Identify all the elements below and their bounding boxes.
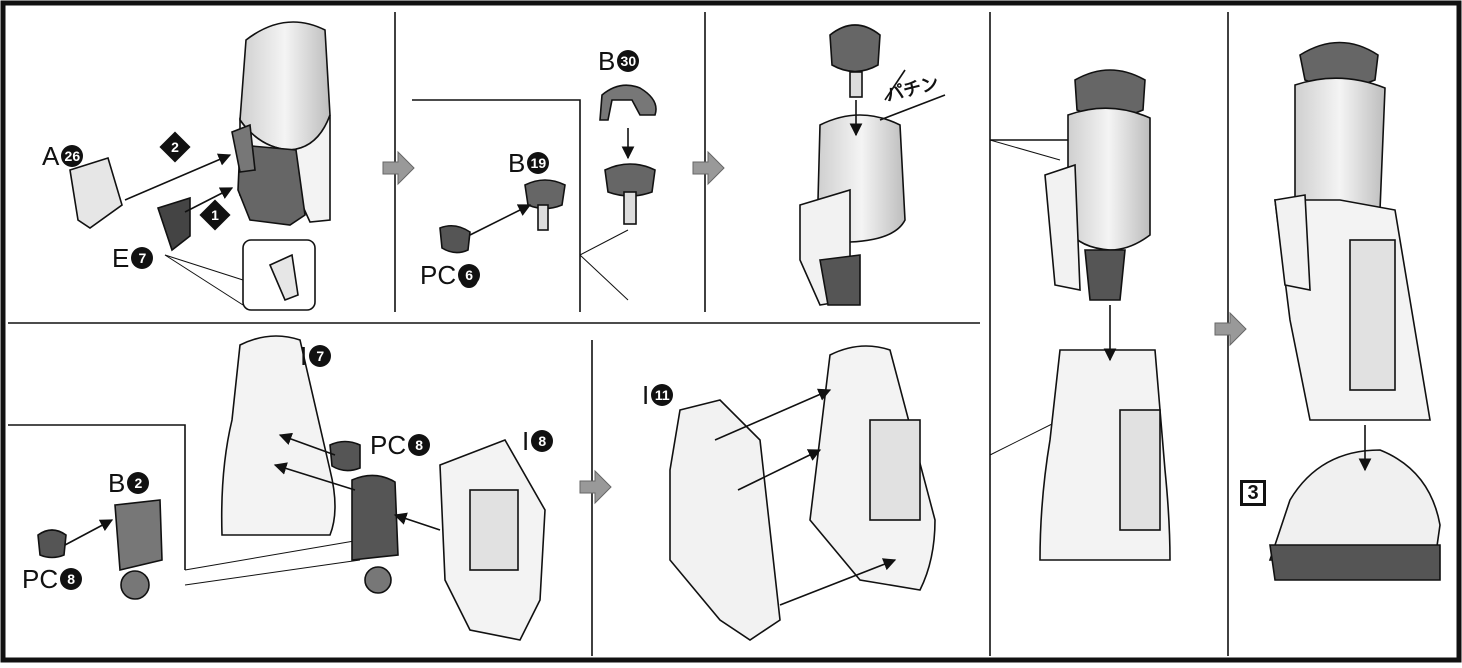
part-number-badge: 19 [527, 152, 550, 174]
part-number-badge: 30 [617, 50, 640, 72]
part-code: B [108, 468, 126, 498]
part-code: A [42, 141, 60, 171]
flow-arrows [382, 150, 1247, 505]
part-number-badge: 26 [61, 145, 84, 167]
flow-arrow-right-icon [692, 150, 725, 186]
part-label-pc6: PC 6 [420, 260, 481, 290]
panel1-parts [69, 21, 331, 302]
part-code: PC [22, 564, 59, 594]
part-code: PC [420, 260, 457, 290]
panel7-parts [669, 345, 936, 641]
part-code: B [598, 46, 616, 76]
part-code: I [642, 380, 650, 410]
part-label-e7: E 7 [112, 243, 154, 273]
panel3-parts [799, 24, 906, 306]
flow-arrow-right-icon [382, 150, 415, 186]
part-label-a26: A 26 [42, 141, 84, 171]
flow-arrow-right-icon [1214, 311, 1247, 347]
part-label-b2: B 2 [108, 468, 150, 498]
step-marker-1-icon: 1 [200, 200, 230, 230]
part-code: B [508, 148, 526, 178]
part-code: E [112, 243, 130, 273]
part-number-badge: 8 [531, 430, 554, 452]
callout-lines [164, 139, 1061, 586]
sfx-lines [879, 69, 946, 121]
panel2-parts [439, 84, 657, 254]
panel2-arrows [469, 128, 635, 236]
step-number: 1 [211, 207, 219, 223]
part-label-pc8-lower: PC 8 [22, 564, 83, 594]
part-label-b19: B 19 [508, 148, 550, 178]
flow-arrow-right-icon [579, 469, 612, 505]
part-label-i11: I 11 [642, 380, 674, 410]
panel6-parts [37, 335, 546, 641]
part-label-i8: I 8 [522, 426, 554, 456]
part-number-badge: 2 [127, 472, 150, 494]
part-code: I [300, 341, 308, 371]
panel5-parts [1268, 41, 1441, 581]
part-number-badge: 8 [408, 434, 431, 456]
panel6-arrows [64, 432, 441, 546]
step-number: 2 [171, 139, 179, 155]
part-number-badge: 11 [651, 384, 674, 406]
part-number-badge: 7 [309, 345, 332, 367]
part-number-badge: 7 [131, 247, 154, 269]
step-marker-2-icon: 2 [160, 132, 190, 162]
panel4-parts [1039, 69, 1171, 561]
part-number-badge: 8 [60, 568, 83, 590]
assembly-reference-box: 3 [1240, 480, 1266, 506]
part-label-b30: B 30 [598, 46, 640, 76]
part-label-i7: I 7 [300, 341, 332, 371]
part-number-badge: 6 [458, 264, 481, 286]
panel7-arrows [714, 388, 897, 606]
part-label-pc8-upper: PC 8 [370, 430, 431, 460]
part-code: PC [370, 430, 407, 460]
part-code: I [522, 426, 530, 456]
